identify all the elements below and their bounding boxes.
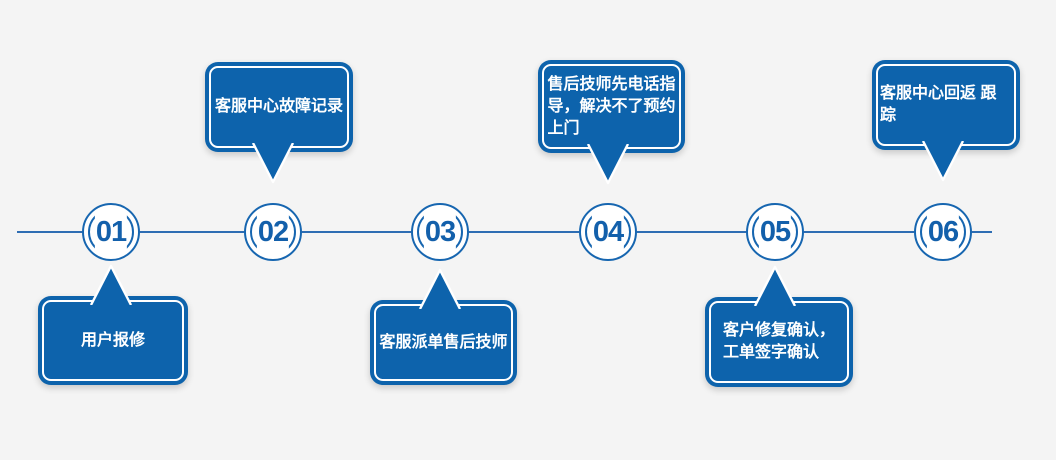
bubble-step-5: 客户修复确认， 工单签字确认 bbox=[705, 265, 853, 387]
step-number: 01 bbox=[94, 209, 127, 255]
step-number: 04 bbox=[591, 209, 624, 255]
bubble-label: 用户报修 bbox=[80, 331, 145, 349]
step-number: 03 bbox=[423, 209, 456, 255]
timeline-node-03: 03 bbox=[411, 203, 469, 261]
bubble-tail-icon bbox=[251, 143, 295, 184]
node-inner-ring bbox=[417, 209, 463, 255]
node-inner-ring bbox=[920, 209, 966, 255]
step-number: 06 bbox=[926, 209, 959, 255]
bubble-label: 客服中心回返 跟踪 bbox=[880, 85, 997, 124]
bubble-body: 客服派单售后技师 bbox=[370, 300, 517, 385]
bubble-body: 客户修复确认， 工单签字确认 bbox=[705, 297, 853, 387]
timeline-node-06: 06 bbox=[914, 203, 972, 261]
bubble-label: 售后技师先电话指 导，解决不了预约 上门 bbox=[547, 75, 676, 137]
bubble-step-1: 用户报修 bbox=[38, 264, 188, 385]
bubble-tail-icon bbox=[753, 265, 797, 306]
timeline-node-05: 05 bbox=[746, 203, 804, 261]
step-number: 02 bbox=[256, 209, 289, 255]
bubble-body: 客服中心回返 跟踪 bbox=[872, 60, 1020, 150]
bubble-step-6: 客服中心回返 跟踪 bbox=[872, 60, 1020, 182]
bubble-body: 客服中心故障记录 bbox=[205, 62, 353, 152]
node-inner-ring bbox=[88, 209, 134, 255]
timeline-node-01: 01 bbox=[82, 203, 140, 261]
step-number: 05 bbox=[758, 209, 791, 255]
timeline-node-04: 04 bbox=[579, 203, 637, 261]
bubble-step-3: 客服派单售后技师 bbox=[370, 268, 517, 385]
node-inner-ring bbox=[250, 209, 296, 255]
node-inner-ring bbox=[752, 209, 798, 255]
bubble-body: 售后技师先电话指 导，解决不了预约 上门 bbox=[538, 60, 685, 153]
bubble-tail-icon bbox=[921, 141, 965, 182]
node-inner-ring bbox=[585, 209, 631, 255]
bubble-body: 用户报修 bbox=[38, 296, 188, 385]
bubble-tail-icon bbox=[586, 144, 630, 185]
bubble-label: 客服中心故障记录 bbox=[214, 98, 343, 115]
bubble-label: 客服派单售后技师 bbox=[379, 333, 508, 351]
bubble-tail-icon bbox=[89, 264, 133, 305]
bubble-step-4: 售后技师先电话指 导，解决不了预约 上门 bbox=[538, 60, 685, 185]
bubble-step-2: 客服中心故障记录 bbox=[205, 62, 353, 184]
timeline-node-02: 02 bbox=[244, 203, 302, 261]
bubble-tail-icon bbox=[418, 268, 462, 309]
bubble-label: 客户修复确认， 工单签字确认 bbox=[722, 322, 835, 361]
timeline-line bbox=[17, 231, 992, 233]
